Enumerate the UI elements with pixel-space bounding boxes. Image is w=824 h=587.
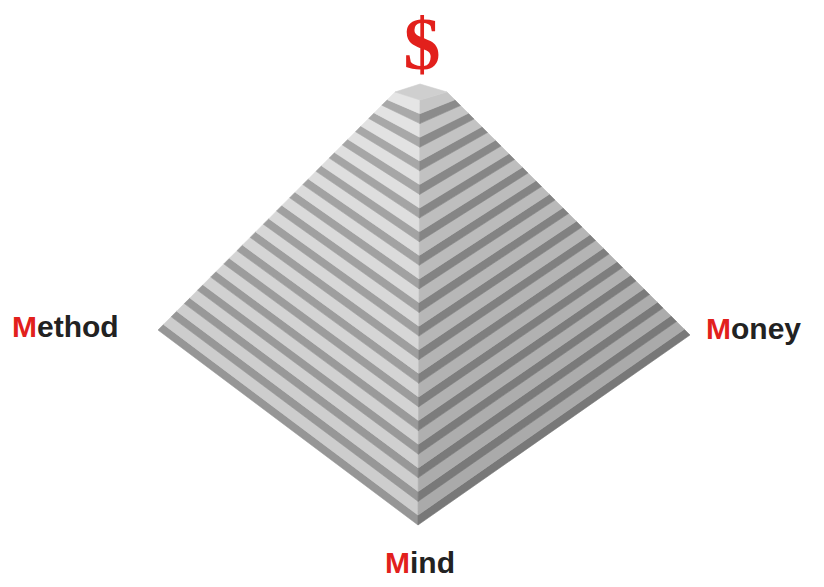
corner-label: Money: [706, 312, 801, 345]
pyramid-top: [395, 84, 447, 100]
dollar-sign: $: [404, 4, 441, 85]
corner-label: Method: [12, 310, 119, 343]
corner-label: Mind: [385, 546, 455, 579]
